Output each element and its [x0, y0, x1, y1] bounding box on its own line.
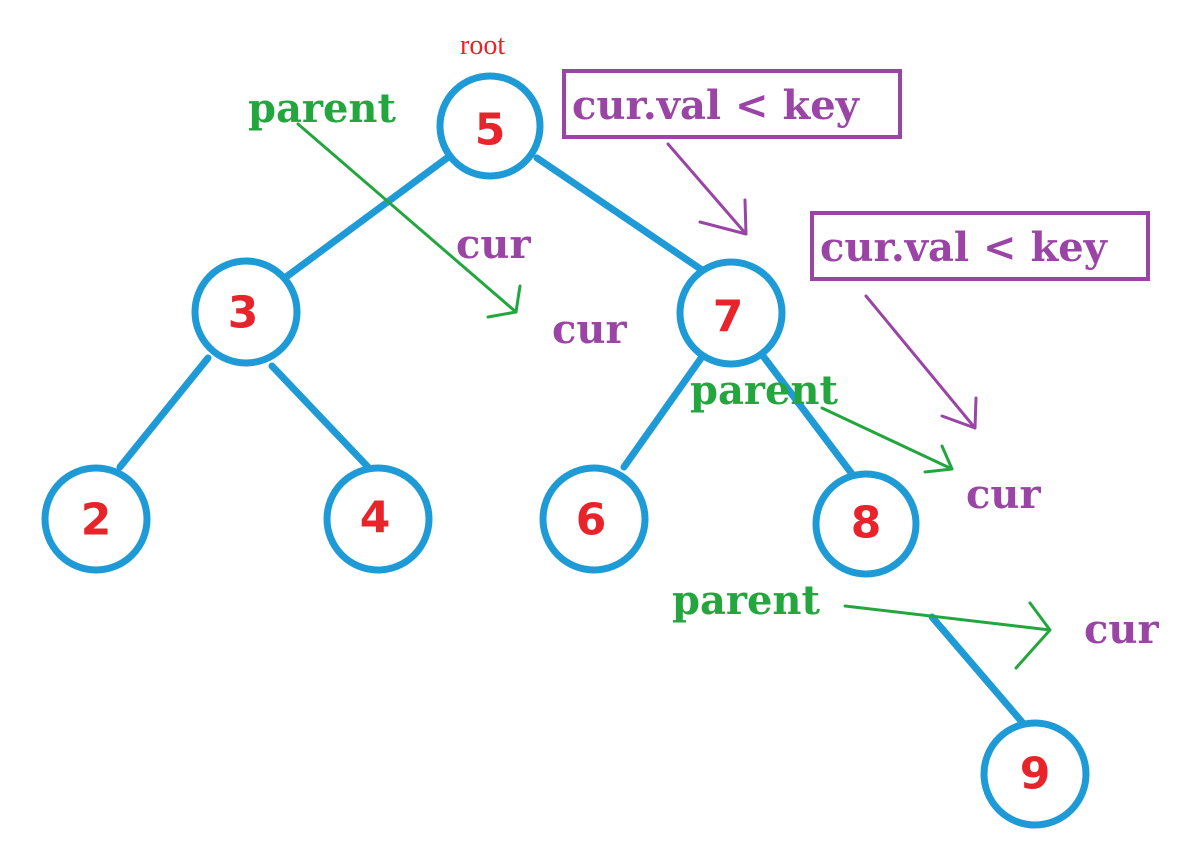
node-circle: [980, 719, 1090, 829]
edge-3-2: [116, 354, 212, 471]
node-value: 8: [851, 498, 882, 549]
node-circle: [812, 470, 920, 578]
parent-label: parent: [690, 367, 838, 414]
arrow-icon: [820, 406, 954, 474]
node-circle: [539, 464, 649, 574]
node-circle: [41, 464, 151, 574]
condition-text: cur.val < key: [820, 224, 1109, 271]
node-value: 5: [475, 105, 506, 156]
condition-box: cur.val < key: [562, 69, 902, 139]
tree-nodes: 5 3 7 2 4 6 8 9: [41, 72, 1090, 829]
arrow-icon: [666, 142, 748, 236]
arrow-icon: [864, 294, 978, 430]
edge-5-7: [533, 154, 706, 274]
arrow-icon: [843, 601, 1052, 670]
root-label: root: [460, 30, 505, 61]
cur-label: cur: [966, 471, 1041, 518]
edge-5-3: [278, 154, 451, 284]
tree-node: 4: [323, 464, 433, 574]
cur-label: cur: [1084, 606, 1159, 653]
node-value: 2: [81, 495, 112, 546]
cur-label: cur: [552, 306, 627, 353]
node-circle: [323, 464, 433, 574]
edge-7-6: [620, 350, 708, 471]
edge-3-4: [268, 362, 372, 471]
condition-frame: [562, 69, 902, 139]
cur-label: cur: [456, 221, 531, 268]
tree-node: 5: [436, 72, 544, 180]
node-value: 3: [228, 288, 259, 339]
condition-text: cur.val < key: [572, 82, 861, 129]
node-value: 9: [1020, 749, 1051, 800]
node-value: 7: [713, 292, 744, 343]
node-value: 4: [360, 493, 391, 544]
node-value: 6: [576, 495, 607, 546]
edge-8-9: [928, 613, 1026, 726]
arrow-icon: [296, 122, 522, 319]
parent-label: parent: [248, 85, 396, 132]
tree-node: 8: [812, 470, 920, 578]
parent-arrows: [296, 122, 1052, 670]
tree-edges: [116, 154, 1026, 726]
tree-node: 9: [980, 719, 1090, 829]
node-circle: [436, 72, 544, 180]
condition-arrows: [666, 142, 978, 430]
tree-node: 3: [191, 257, 301, 367]
tree-node: 6: [539, 464, 649, 574]
parent-label: parent: [672, 577, 820, 624]
edge-7-8: [756, 348, 856, 478]
tree-node: 7: [676, 258, 786, 368]
condition-frame: [810, 211, 1150, 281]
node-circle: [676, 258, 786, 368]
tree-node: 2: [41, 464, 151, 574]
condition-box: cur.val < key: [810, 211, 1150, 281]
node-circle: [191, 257, 301, 367]
